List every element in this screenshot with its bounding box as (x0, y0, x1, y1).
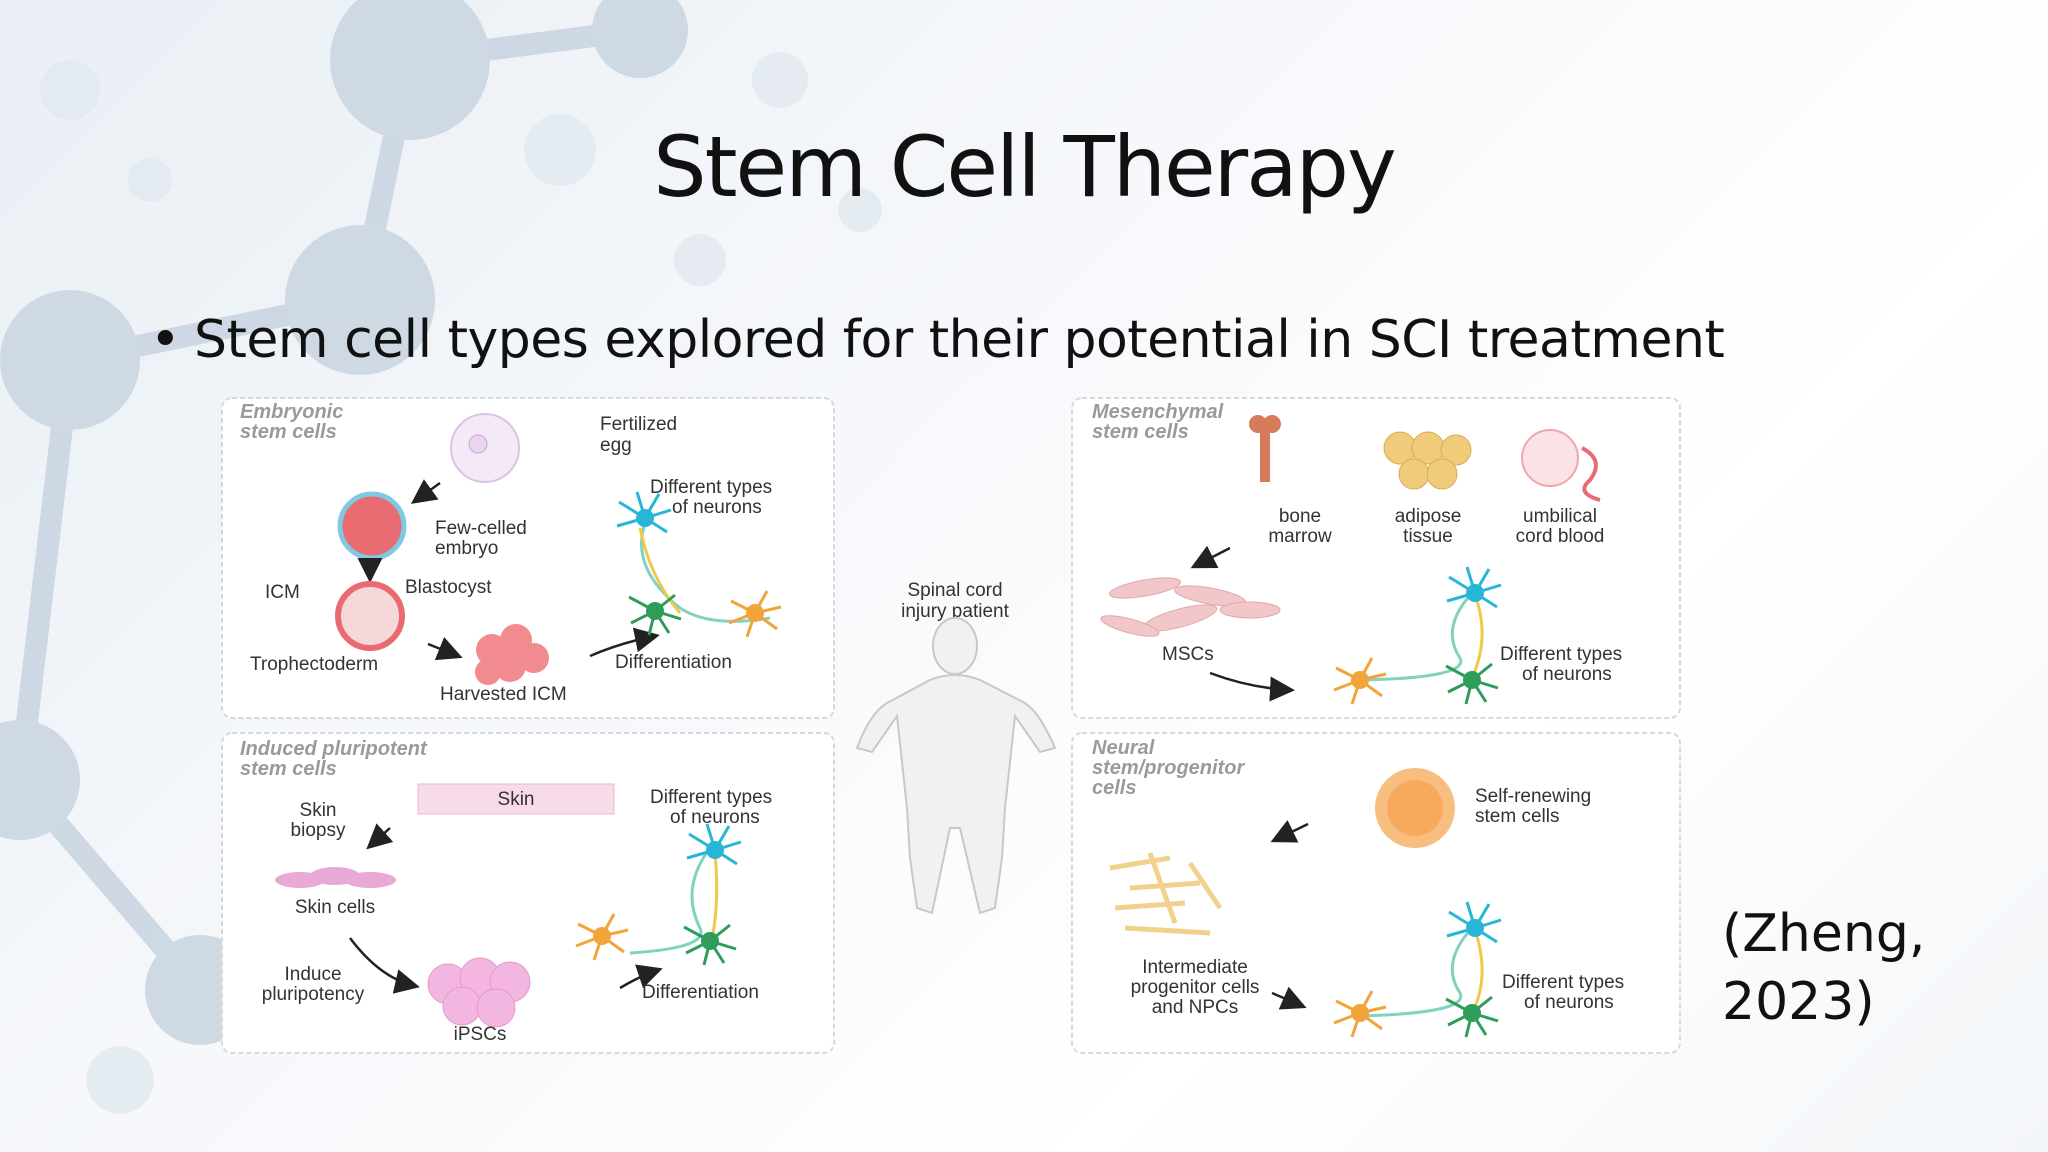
center-label-2: injury patient (901, 601, 1009, 622)
blastocyst-label: Blastocyst (405, 577, 492, 598)
harvested-icm-icon (475, 624, 549, 685)
umbilical-label-1: umbilical (1523, 506, 1597, 527)
blastocyst-icon (335, 581, 405, 651)
harvested-label: Harvested ICM (440, 684, 567, 705)
mscs-label: MSCs (1162, 644, 1214, 665)
skin-layer-icon (417, 783, 615, 815)
citation: (Zheng, 2023) (1722, 900, 1925, 1036)
citation-line-2: 2023) (1722, 972, 1875, 1032)
induce-label-1: Induce (284, 964, 341, 985)
mesenchymal-title-1: Mesenchymal (1092, 401, 1224, 423)
ipscs-icon (427, 957, 531, 1028)
embryonic-neurons-icon (615, 490, 783, 639)
stem-cell-diagram: Spinal cord injury patient Embryonic ste… (221, 397, 1681, 1054)
neural-title-1: Neural (1092, 737, 1155, 759)
citation-line-1: (Zheng, (1722, 904, 1926, 964)
skin-label: Skin (498, 789, 535, 810)
panel-ipsc (221, 732, 835, 1054)
self-renewing-cells-icon (1375, 768, 1455, 848)
bullet-point: •Stem cell types explored for their pote… (150, 310, 1725, 370)
slide-title: Stem Cell Therapy (653, 118, 1396, 216)
mesenchymal-title-2: stem cells (1092, 421, 1189, 443)
ipsc-differentiation-label: Differentiation (642, 982, 759, 1003)
neural-title-3: cells (1092, 777, 1136, 799)
inter-label-1: Intermediate (1142, 957, 1248, 978)
bone-label-2: marrow (1268, 526, 1332, 547)
neural-neurons-label-1: Different types (1502, 972, 1624, 993)
umbilical-label-2: cord blood (1516, 526, 1605, 547)
panel-mesenchymal (1071, 397, 1681, 719)
trophectoderm-label: Trophectoderm (250, 654, 378, 675)
adipose-label-2: tissue (1403, 526, 1453, 547)
ipsc-neurons-icon (574, 822, 743, 967)
panel-neural (1071, 732, 1681, 1054)
neural-neurons-icon (1332, 900, 1503, 1039)
mesenchymal-neurons-icon (1332, 565, 1503, 706)
ipsc-title-2: stem cells (240, 758, 337, 780)
embryonic-neurons-label-2: of neurons (672, 497, 762, 518)
selfrenew-label-2: stem cells (1475, 806, 1559, 827)
inter-label-3: and NPCs (1152, 997, 1239, 1018)
bullet-symbol: • (150, 310, 181, 370)
icm-label: ICM (265, 582, 300, 603)
fertilized-label-1: Fertilized (600, 414, 677, 435)
bone-icon (1249, 415, 1281, 482)
skin-cells-label: Skin cells (295, 897, 375, 918)
fewcelled-label-2: embryo (435, 538, 498, 559)
inter-label-2: progenitor cells (1131, 977, 1260, 998)
embryonic-neurons-label-1: Different types (650, 477, 772, 498)
selfrenew-label-1: Self-renewing (1475, 786, 1591, 807)
progenitor-cells-icon (1109, 852, 1223, 936)
bone-label-1: bone (1279, 506, 1321, 527)
ipsc-neurons-label-1: Different types (650, 787, 772, 808)
fewcelled-label-1: Few-celled (435, 518, 527, 539)
adipose-icon (1383, 431, 1472, 490)
few-celled-embryo-icon (337, 491, 407, 561)
ipsc-neurons-label-2: of neurons (670, 807, 760, 828)
mscs-icon (1100, 577, 1281, 637)
embryonic-title-1: Embryonic (240, 401, 343, 423)
induce-label-2: pluripotency (262, 984, 365, 1005)
adipose-label-1: adipose (1395, 506, 1462, 527)
mesenchymal-neurons-label-1: Different types (1500, 644, 1622, 665)
ipsc-title-1: Induced pluripotent (240, 738, 428, 760)
skin-cells-icon (275, 867, 396, 888)
bullet-text: Stem cell types explored for their poten… (194, 310, 1725, 370)
umbilical-icon (1521, 429, 1601, 502)
ipscs-label: iPSCs (454, 1024, 507, 1045)
embryonic-title-2: stem cells (240, 421, 337, 443)
center-label-1: Spinal cord (907, 580, 1002, 601)
neural-title-2: stem/progenitor (1092, 757, 1245, 779)
biopsy-label-1: Skin (300, 800, 337, 821)
mesenchymal-neurons-label-2: of neurons (1522, 664, 1612, 685)
fertilized-label-2: egg (600, 435, 632, 456)
biopsy-label-2: biopsy (291, 820, 346, 841)
embryonic-differentiation-label: Differentiation (615, 652, 732, 673)
human-silhouette (855, 617, 1057, 915)
neural-neurons-label-2: of neurons (1524, 992, 1614, 1013)
